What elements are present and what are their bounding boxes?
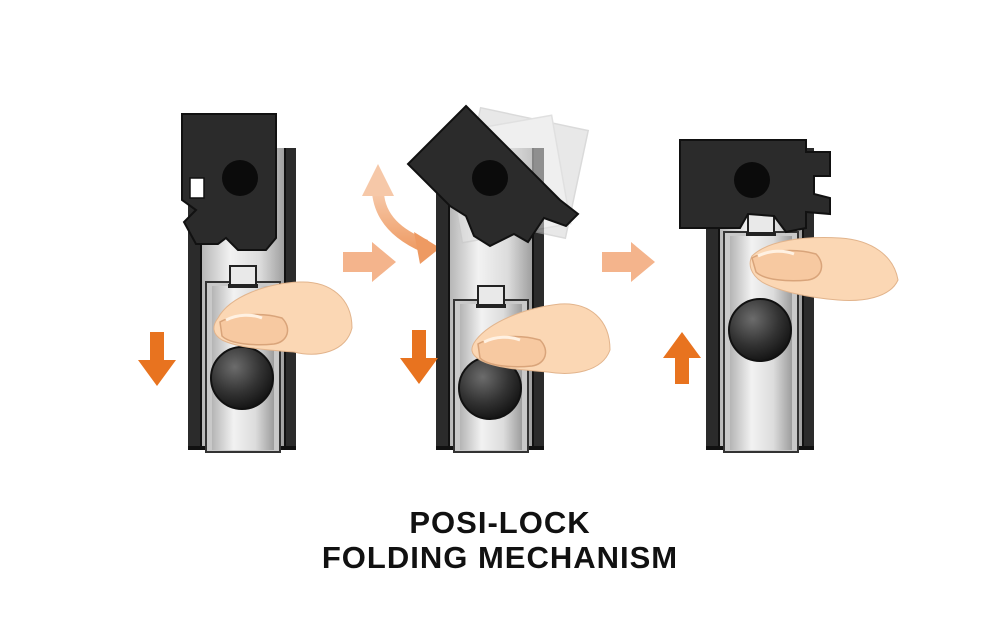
release-button	[476, 285, 506, 308]
caption-title: POSI-LOCK	[409, 505, 591, 540]
hand	[471, 303, 611, 374]
step-arrow-2	[602, 242, 655, 282]
locking-block	[406, 104, 580, 248]
ball-bearing	[210, 346, 274, 410]
rotation-arrow	[362, 164, 440, 264]
locking-block	[679, 139, 831, 234]
pivot-hole	[222, 160, 258, 196]
hand	[749, 237, 899, 301]
caption-subtitle: FOLDING MECHANISM	[321, 540, 679, 575]
locking-block	[181, 113, 277, 251]
pivot-hole	[734, 162, 770, 198]
stage-2	[400, 104, 611, 453]
down-arrow	[400, 330, 438, 384]
up-arrow	[663, 332, 701, 384]
step-arrow-1	[343, 242, 396, 282]
down-arrow	[138, 332, 176, 386]
release-button	[228, 265, 258, 288]
stage-1	[138, 113, 353, 453]
pivot-hole	[472, 160, 508, 196]
ball-bearing	[728, 298, 792, 362]
hand	[213, 281, 353, 355]
stage-3	[663, 139, 899, 453]
